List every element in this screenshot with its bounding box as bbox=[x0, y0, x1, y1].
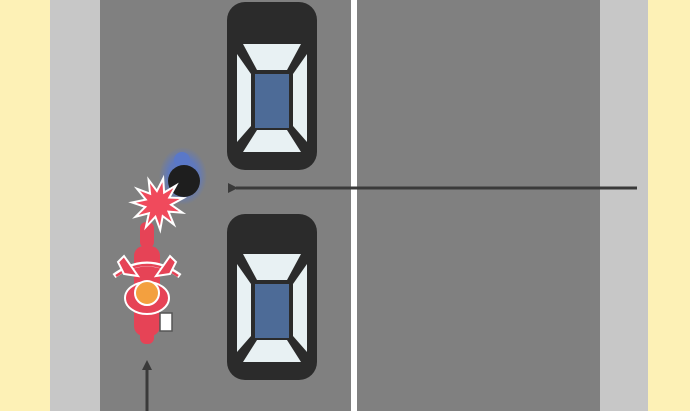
right-sidewalk bbox=[648, 0, 690, 411]
car-roof bbox=[255, 74, 289, 128]
car-roof bbox=[255, 284, 289, 338]
left-sidewalk bbox=[0, 0, 50, 411]
rider-helmet bbox=[135, 281, 159, 305]
left-curb bbox=[50, 0, 100, 411]
parked-car-top bbox=[227, 2, 317, 170]
center-line bbox=[351, 0, 357, 411]
road-surface bbox=[100, 0, 600, 411]
parked-car-bottom bbox=[227, 214, 317, 380]
motorcycle-rear-wheel bbox=[140, 316, 154, 344]
motorcycle-saddlebag bbox=[160, 313, 172, 331]
right-curb bbox=[600, 0, 648, 411]
